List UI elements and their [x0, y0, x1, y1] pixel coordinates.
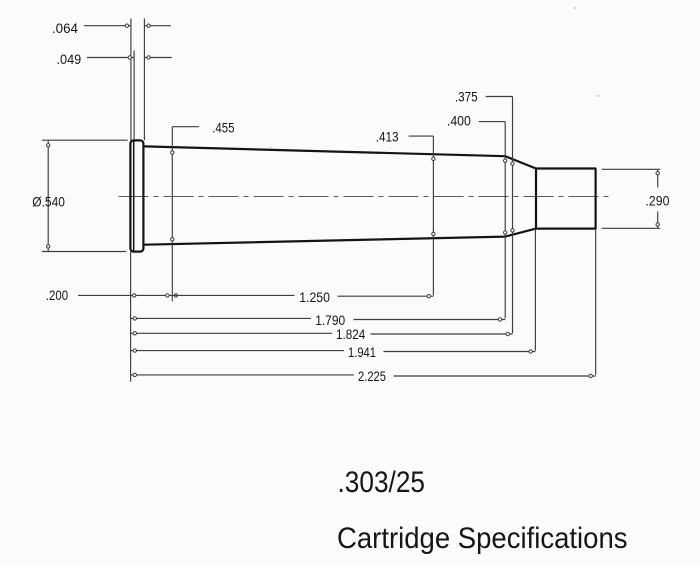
- svg-text:Cartridge Specifications: Cartridge Specifications: [337, 522, 628, 555]
- svg-text:.049: .049: [57, 52, 82, 67]
- svg-text:.200: .200: [46, 288, 69, 303]
- svg-text:.303/25: .303/25: [338, 466, 426, 499]
- svg-text:.400: .400: [447, 114, 471, 129]
- svg-text:.064: .064: [52, 21, 78, 36]
- svg-text:1.941: 1.941: [348, 345, 376, 360]
- svg-text:.375: .375: [455, 90, 478, 105]
- svg-text:1.250: 1.250: [299, 290, 330, 305]
- svg-text:.413: .413: [376, 129, 399, 144]
- svg-text:Ø.540: Ø.540: [32, 195, 65, 210]
- svg-text:.290: .290: [646, 194, 670, 209]
- svg-text:1.824: 1.824: [336, 327, 365, 342]
- svg-text:2.225: 2.225: [358, 369, 386, 384]
- svg-text:1.790: 1.790: [315, 313, 345, 328]
- svg-text:.455: .455: [212, 120, 235, 135]
